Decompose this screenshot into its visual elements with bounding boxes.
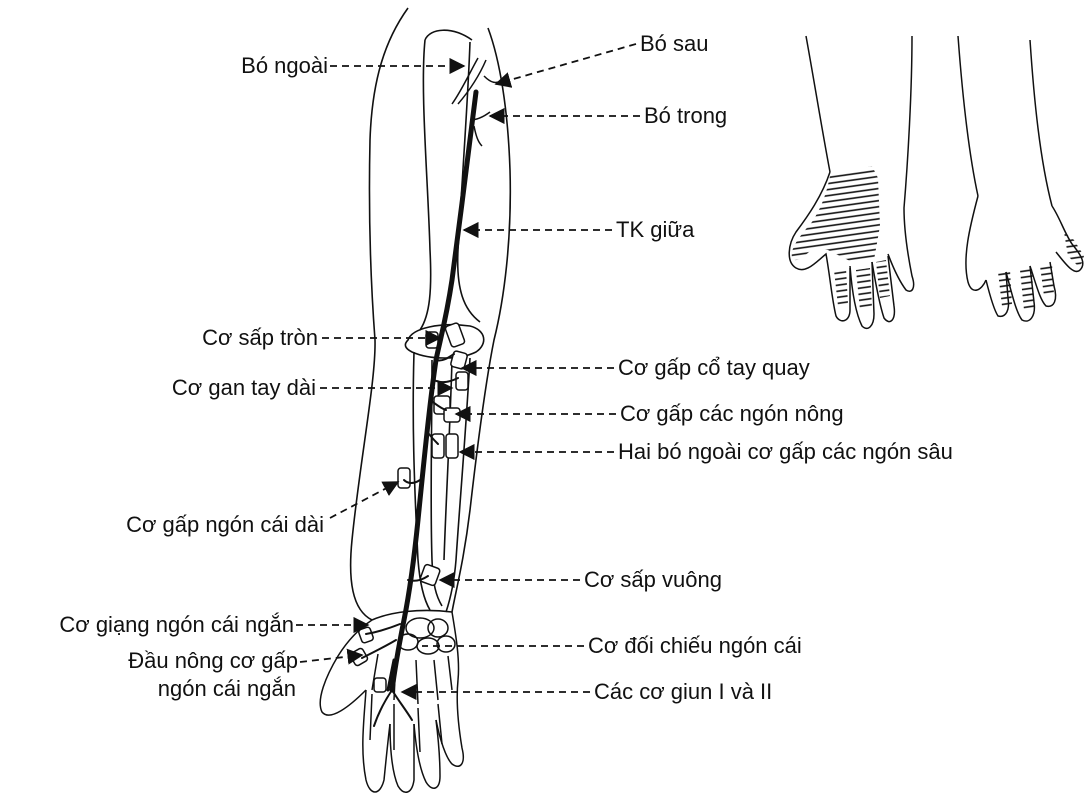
label-co-doi-chieu: Cơ đối chiếu ngón cái bbox=[588, 633, 802, 659]
label-co-gan-tay-dai: Cơ gan tay dài bbox=[120, 375, 316, 401]
label-co-gap-co-tay-quay: Cơ gấp cổ tay quay bbox=[618, 355, 810, 381]
label-co-giang-ngon-cai-ngan: Cơ giạng ngón cái ngắn bbox=[4, 612, 294, 638]
label-co-gap-cac-ngon-nong: Cơ gấp các ngón nông bbox=[620, 401, 844, 427]
label-tk-giua: TK giữa bbox=[616, 217, 694, 243]
label-cac-co-giun: Các cơ giun I và II bbox=[594, 679, 772, 705]
label-hai-bo-ngoai: Hai bó ngoài cơ gấp các ngón sâu bbox=[618, 439, 953, 465]
label-co-sap-vuong: Cơ sấp vuông bbox=[584, 567, 722, 593]
label-bo-sau: Bó sau bbox=[640, 31, 709, 57]
label-dau-nong-line2: ngón cái ngắn bbox=[60, 676, 296, 702]
label-co-gap-ngon-cai-dai: Cơ gấp ngón cái dài bbox=[60, 512, 324, 538]
label-bo-trong: Bó trong bbox=[644, 103, 727, 129]
label-bo-ngoai: Bó ngoài bbox=[206, 53, 328, 79]
label-co-sap-tron: Cơ sấp tròn bbox=[140, 325, 318, 351]
label-dau-nong-line1: Đầu nông cơ gấp bbox=[60, 648, 298, 674]
